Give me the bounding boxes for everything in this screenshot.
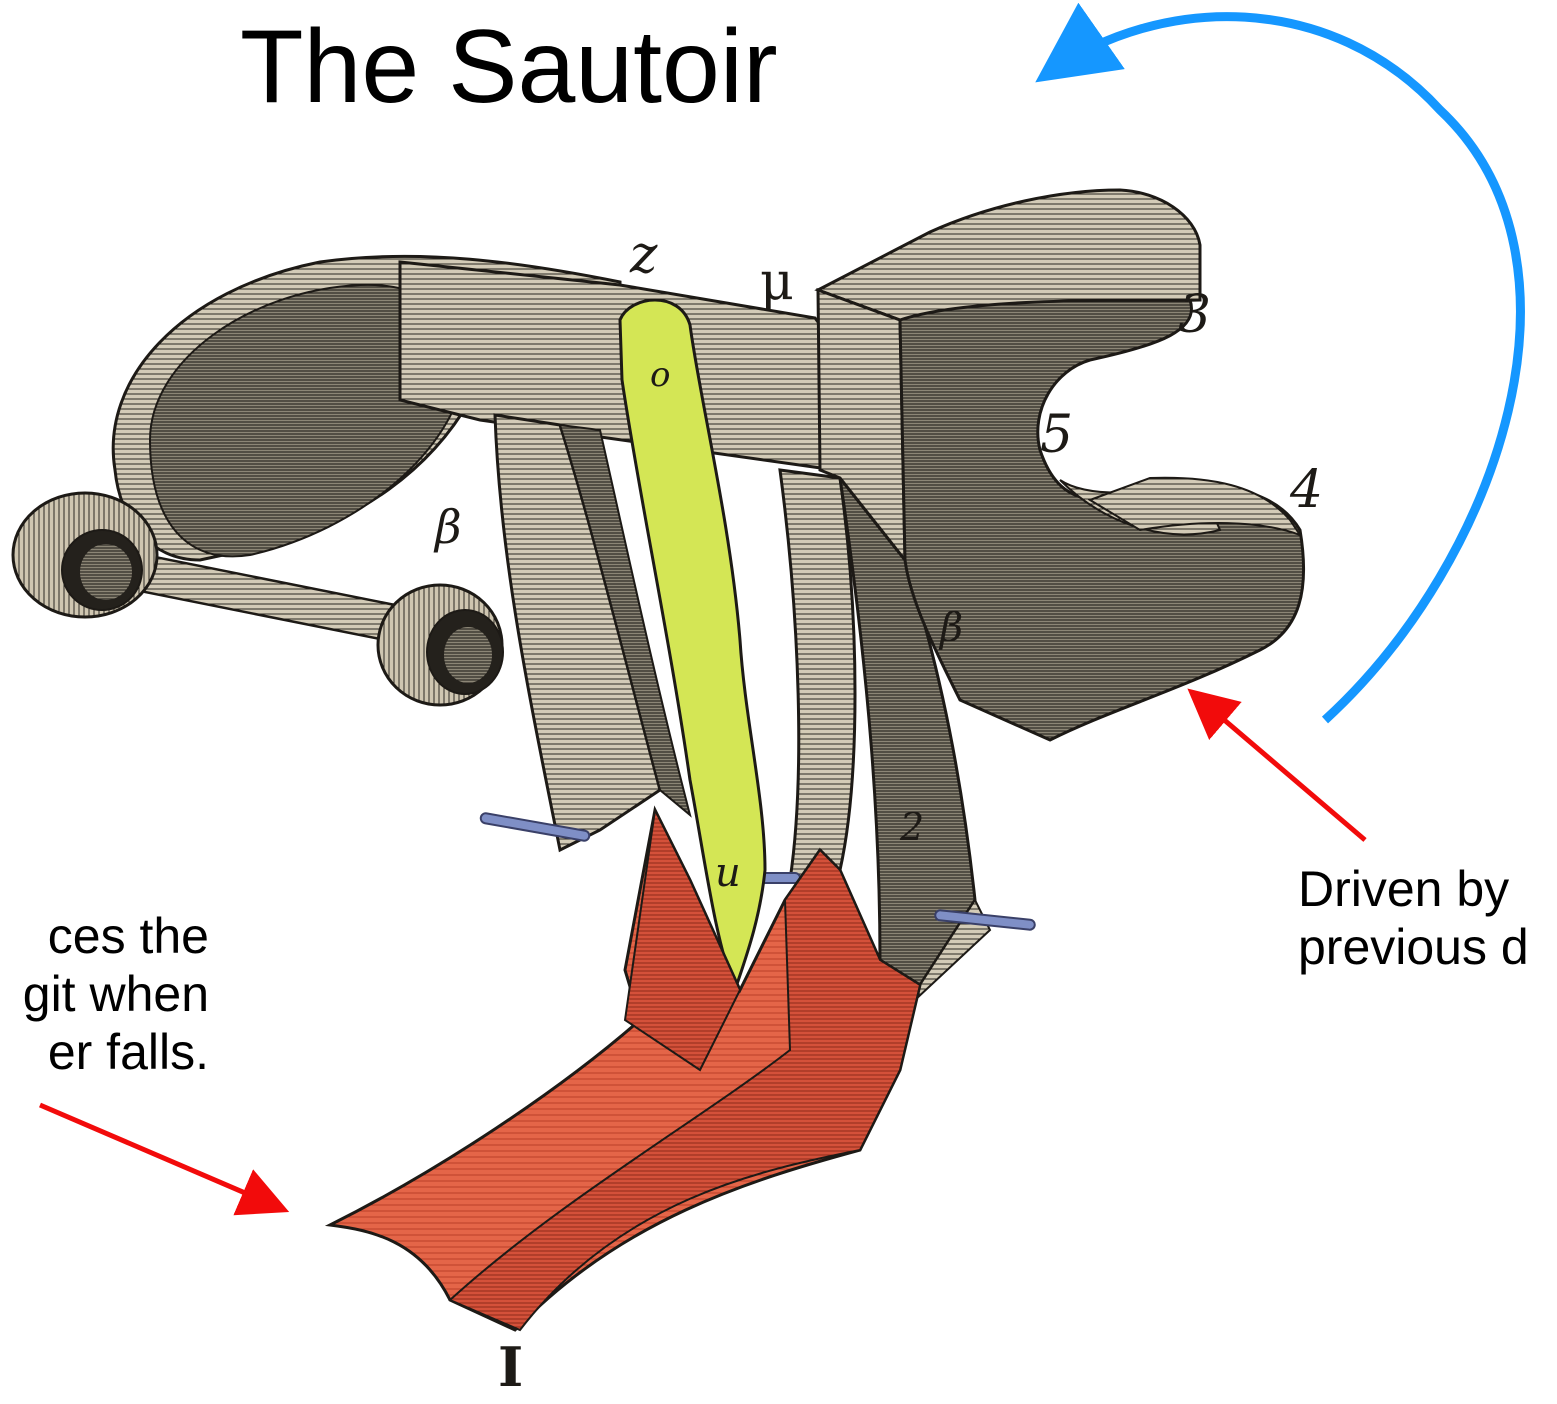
caption-left: ces the git when er falls.: [23, 907, 209, 1081]
label-3: 3: [1178, 285, 1211, 345]
roller-left: [13, 493, 157, 617]
label-beta-right: β: [940, 605, 963, 651]
label-4: 4: [1290, 460, 1323, 520]
label-beta-left: β: [435, 500, 462, 554]
caption-left-line-1: ces the: [23, 907, 209, 965]
page-title: The Sautoir: [240, 8, 778, 127]
caption-right: Driven by previous d: [1298, 860, 1529, 976]
caption-right-line-1: Driven by: [1298, 860, 1529, 918]
arrow-red-right: [1195, 695, 1365, 840]
caption-right-line-2: previous d: [1298, 918, 1529, 976]
label-5: 5: [1040, 405, 1073, 465]
arrow-red-left: [40, 1105, 280, 1208]
label-mu: μ: [760, 252, 794, 312]
label-u: u: [715, 850, 741, 896]
label-z: z: [630, 225, 657, 285]
label-o: o: [650, 355, 670, 395]
label-roman-one: I: [498, 1335, 523, 1399]
label-2: 2: [900, 805, 924, 849]
right-leg: [780, 470, 855, 880]
caption-left-line-2: git when: [23, 965, 209, 1023]
caption-left-line-3: er falls.: [23, 1023, 209, 1081]
roller-right: [378, 585, 503, 705]
